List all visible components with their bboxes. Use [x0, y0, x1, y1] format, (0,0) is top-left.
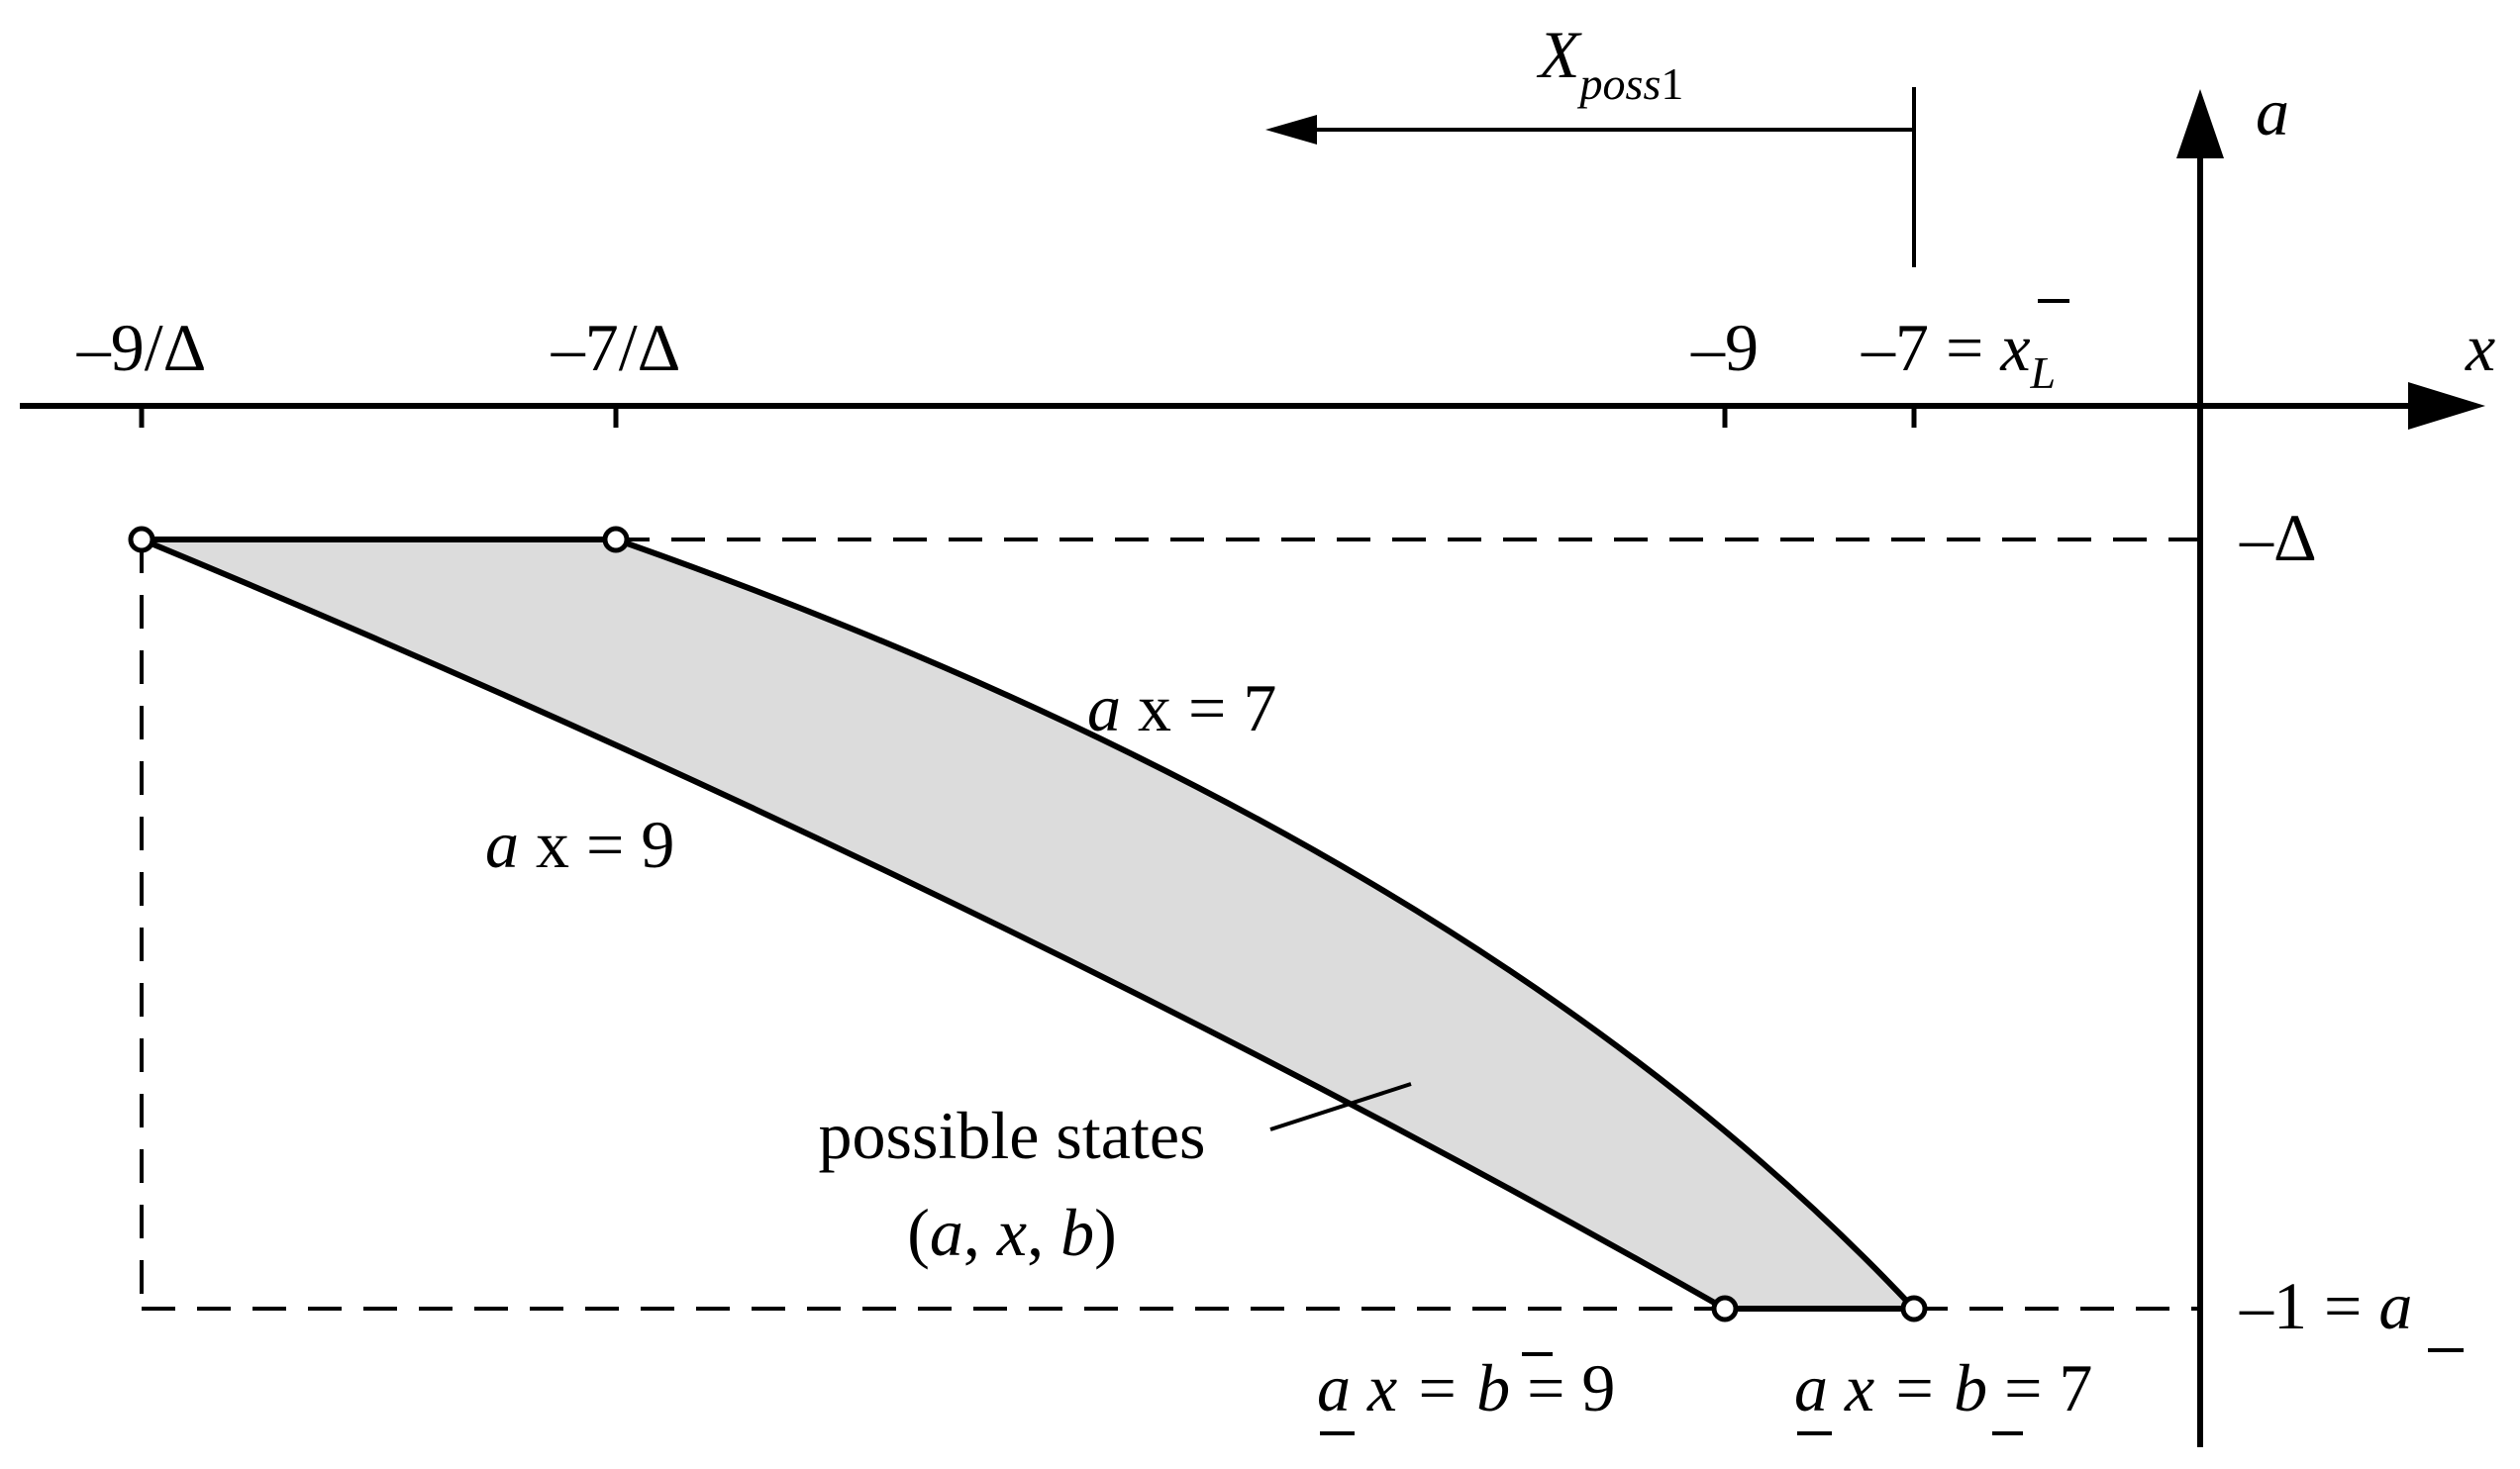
bottom-label-left: a x = b = 9 [1317, 1350, 1615, 1425]
endpoints [128, 526, 1928, 1322]
bottom-right-tail: = 7 [1987, 1350, 2092, 1425]
region-var-x: x [996, 1195, 1027, 1270]
endpoint-top-right [602, 526, 630, 553]
curve-ax-7 [615, 537, 1917, 1312]
bottom-left-mid: x = [1351, 1350, 1476, 1425]
a-tick-lower-var: a [2378, 1268, 2412, 1343]
x-tick-marks [139, 406, 1917, 428]
region-var-b: b [1060, 1195, 1094, 1270]
region-boundary [140, 537, 1917, 1312]
region-sep-2: , [1027, 1195, 1060, 1270]
xposs-label: Xposs1 [1536, 17, 1683, 109]
x-axis-arrowhead [2408, 382, 2485, 430]
x-tick-label-1: –9/Δ [76, 310, 207, 385]
region-paren-open: ( [907, 1195, 930, 1270]
x-axis-label: x [2465, 310, 2495, 385]
curve-label-ax-9: a x = 9 [485, 807, 674, 882]
region-var-a: a [930, 1195, 963, 1270]
xposs-subscript-tail: 1 [1661, 58, 1683, 109]
x-tick-label-3: –9 [1690, 310, 1759, 385]
xposs-arrowhead [1265, 115, 1317, 145]
bottom-right-mid: x = [1828, 1350, 1954, 1425]
a-tick-label-upper: –Δ [2239, 500, 2317, 575]
bottom-label-right: a x = b = 7 [1794, 1350, 2092, 1425]
curve-9-a: a [485, 807, 519, 882]
x-tick-4-prefix: –7 = [1861, 310, 2000, 385]
curve-ax-9 [140, 537, 1727, 1312]
bottom-left-a: a [1317, 1350, 1351, 1425]
x-tick-label-4: –7 = xL [1861, 310, 2056, 398]
x-tick-4-sub: L [2030, 347, 2057, 398]
region-paren-close: ) [1094, 1195, 1117, 1270]
xposs-subscript: poss [1577, 58, 1662, 109]
x-tick-label-2: –7/Δ [551, 310, 681, 385]
a-tick-lower-prefix: –1 = [2239, 1268, 2378, 1343]
bottom-right-a: a [1794, 1350, 1828, 1425]
region-sep-1: , [963, 1195, 997, 1270]
a-axis-arrowhead [2176, 89, 2224, 158]
endpoint-bottom-left [1711, 1295, 1739, 1322]
curve-7-a: a [1087, 670, 1121, 745]
possible-states-region [142, 539, 1914, 1309]
a-tick-label-lower: –1 = a [2239, 1268, 2412, 1343]
region-label-line1: possible states [819, 1098, 1206, 1173]
endpoint-bottom-right [1900, 1295, 1928, 1322]
dashed-bounds [140, 538, 2200, 1311]
bar-marks [1320, 299, 2464, 1435]
region-pointer-line [1269, 1082, 1412, 1131]
x-tick-4-var: x [1999, 310, 2030, 385]
bottom-left-b: b [1476, 1350, 1510, 1425]
bottom-left-tail: = 9 [1510, 1350, 1615, 1425]
region-label-line2: (a, x, b) [907, 1195, 1117, 1270]
a-axis-label: a [2256, 74, 2289, 149]
bottom-right-b: b [1954, 1350, 1987, 1425]
curve-9-rest: x = 9 [519, 807, 674, 882]
curve-label-ax-7: a x = 7 [1087, 670, 1276, 745]
xposs-main: X [1536, 17, 1582, 92]
curve-7-rest: x = 7 [1121, 670, 1276, 745]
endpoint-top-left [128, 526, 155, 553]
